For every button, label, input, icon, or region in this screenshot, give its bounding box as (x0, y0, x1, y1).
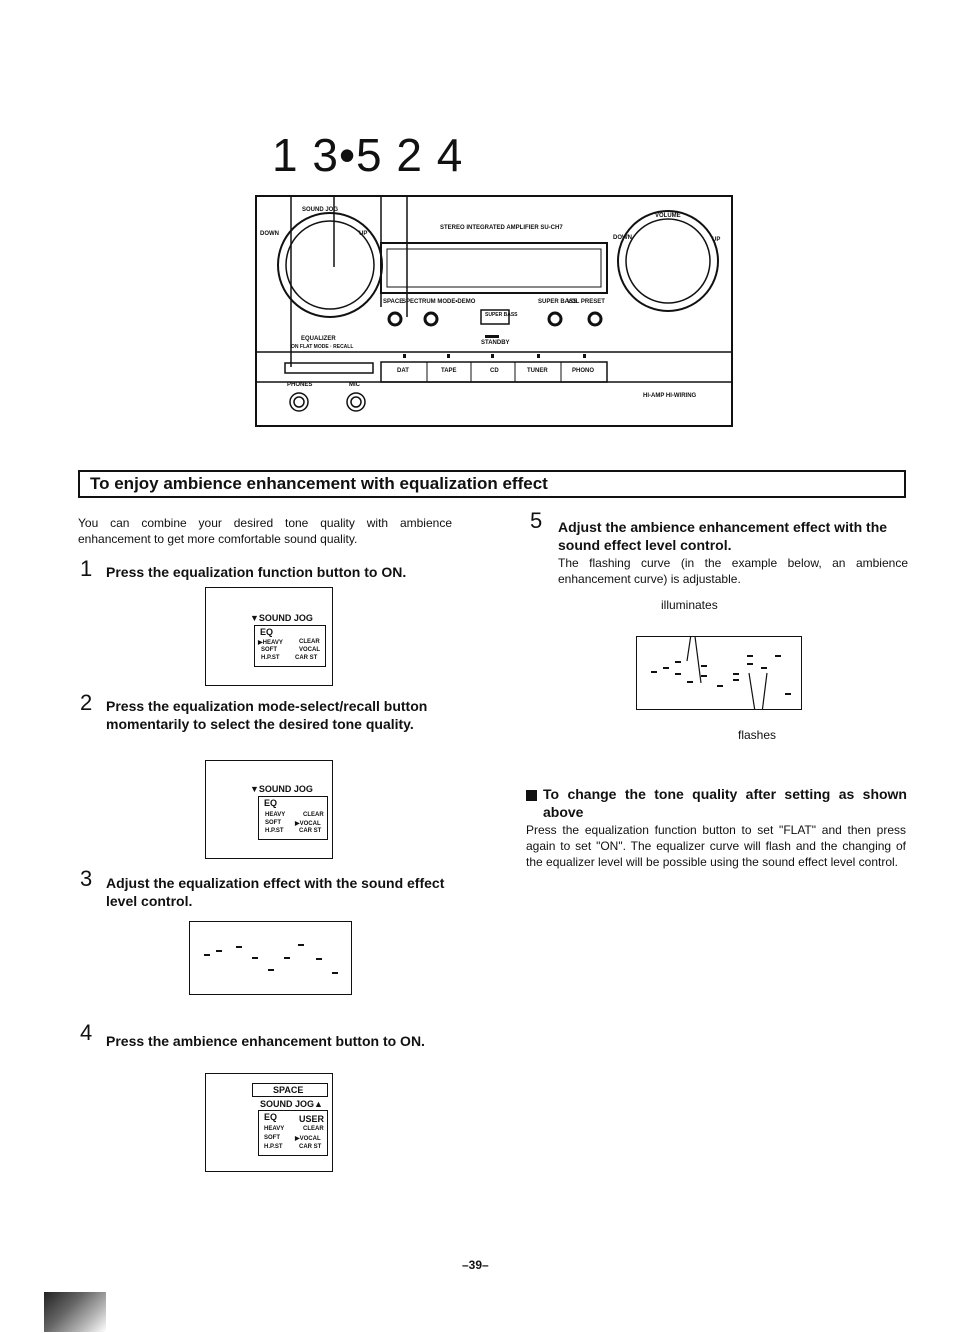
display-4-row2-right: ▶VOCAL (295, 1136, 321, 1142)
callout-numbers: 1 3•5 2 4 (272, 129, 464, 181)
step-3-number: 3 (80, 866, 93, 891)
display-step-5-ambience-curve (636, 620, 802, 738)
display-4-user: USER (299, 1114, 325, 1124)
display-1-eq: EQ (260, 627, 274, 637)
spectrum-label: SPECTRUM MODE•DEMO (402, 299, 476, 305)
input-tuner: TUNER (527, 368, 548, 374)
section-title: To enjoy ambience enhancement with equal… (90, 474, 548, 493)
brand-label: HI-AMP HI-WIRING (643, 393, 697, 399)
panel-drawing (257, 197, 731, 412)
display-2-row1-right: CLEAR (303, 812, 324, 818)
jog-up-label: UP (359, 231, 368, 237)
display-2-screen: EQ HEAVY CLEAR SOFT ▶VOCAL H.P.ST CAR ST (258, 796, 328, 840)
square-bullet-icon (526, 790, 537, 801)
display-4-row3-right: CAR ST (299, 1144, 322, 1150)
phones-label: PHONES (287, 382, 313, 388)
display-1-row2-right: VOCAL (299, 647, 320, 653)
eq-curve-dashes (204, 944, 338, 974)
display-4-space: SPACE (273, 1085, 304, 1095)
display-4-header: SOUND JOG▲ (260, 1099, 323, 1109)
equalizer-sub-label: ON FLAT MODE · RECALL (291, 344, 354, 350)
super-bass-label: SUPER BASS (538, 299, 578, 305)
model-label: STEREO INTEGRATED AMPLIFIER SU-CH7 (440, 225, 563, 231)
display-step-2: ▼SOUND JOG EQ HEAVY CLEAR SOFT ▶VOCAL H.… (205, 760, 333, 859)
display-4-row1-right: CLEAR (303, 1126, 324, 1132)
display-1-row3-right: CAR ST (295, 655, 318, 661)
step-1-text: Press the equalization function button t… (106, 564, 407, 580)
flashes-label: flashes (738, 728, 777, 742)
step-3-text: Adjust the equalization effect with the … (106, 875, 445, 909)
display-4-row3-left: H.P.ST (264, 1144, 283, 1150)
display-2-row2-right: ▶VOCAL (295, 821, 321, 827)
sound-jog-label: SOUND JOG (302, 207, 339, 213)
mic-label: MIC (349, 382, 360, 388)
step-5-note: The flashing curve (in the example below… (558, 556, 908, 586)
step-2-text: Press the equalization mode-select/recal… (106, 698, 428, 732)
input-cd: CD (490, 368, 499, 374)
volume-up-label: UP (712, 237, 721, 243)
scan-artifact (44, 1292, 106, 1332)
step-4-text: Press the ambience enhancement button to… (106, 1033, 425, 1049)
display-2-row1-left: HEAVY (265, 812, 286, 818)
display-step-4: SPACE SOUND JOG▲ EQ USER HEAVY CLEAR SOF… (205, 1073, 333, 1172)
vol-preset-label: VOL PRESET (567, 299, 605, 305)
step-1-number: 1 (80, 556, 93, 581)
display-step-3-eq-curve (189, 921, 352, 995)
ambience-curve (651, 620, 791, 738)
input-dat: DAT (397, 368, 409, 374)
standby-label: STANDBY (481, 340, 510, 346)
display-1-header: ▼SOUND JOG (250, 613, 313, 623)
step-5-text: Adjust the ambience enhancement effect w… (558, 519, 888, 553)
super-bass-button-label: SUPER BASS (485, 312, 518, 318)
display-1-row3-left: H.P.ST (261, 655, 280, 661)
input-phono: PHONO (572, 368, 595, 374)
step-2-number: 2 (80, 690, 93, 715)
display-2-row3-left: H.P.ST (265, 828, 284, 834)
display-4-screen: EQ USER HEAVY CLEAR SOFT ▶VOCAL H.P.ST C… (258, 1110, 328, 1156)
section-header: To enjoy ambience enhancement with equal… (78, 470, 906, 498)
amplifier-front-panel: SOUND JOG DOWN UP STEREO INTEGRATED AMPL… (255, 195, 733, 427)
volume-label: VOLUME (655, 213, 681, 219)
display-1-row1-right: CLEAR (299, 639, 320, 645)
display-2-row3-right: CAR ST (299, 828, 322, 834)
display-1-row1-left: ▶HEAVY (258, 640, 283, 646)
step-4-number: 4 (80, 1020, 93, 1045)
jog-down-label: DOWN (260, 231, 279, 237)
input-tape: TAPE (441, 368, 457, 374)
display-2-eq: EQ (264, 798, 278, 808)
display-4-row2-left: SOFT (264, 1135, 280, 1141)
illuminates-label: illuminates (661, 598, 718, 612)
display-step-1: ▼SOUND JOG EQ ▶HEAVY CLEAR SOFT VOCAL H.… (205, 587, 333, 686)
display-2-header: ▼SOUND JOG (250, 784, 313, 794)
equalizer-label: EQUALIZER (301, 336, 336, 342)
display-4-eq: EQ (264, 1112, 278, 1122)
space-label: SPACE (383, 299, 404, 305)
display-4-row1-left: HEAVY (264, 1126, 285, 1132)
display-1-row2-left: SOFT (261, 647, 277, 653)
display-2-row2-left: SOFT (265, 820, 281, 826)
volume-down-label: DOWN (613, 235, 632, 241)
intro-text: You can combine your desired tone qualit… (78, 516, 452, 546)
tone-change-text: Press the equalization function button t… (526, 823, 906, 869)
display-4-space-box: SPACE (252, 1083, 328, 1097)
step-5-number: 5 (530, 508, 543, 533)
page-number: –39– (462, 1258, 489, 1272)
tone-change-heading: To change the tone quality after setting… (543, 786, 907, 820)
display-1-screen: EQ ▶HEAVY CLEAR SOFT VOCAL H.P.ST CAR ST (254, 625, 326, 667)
